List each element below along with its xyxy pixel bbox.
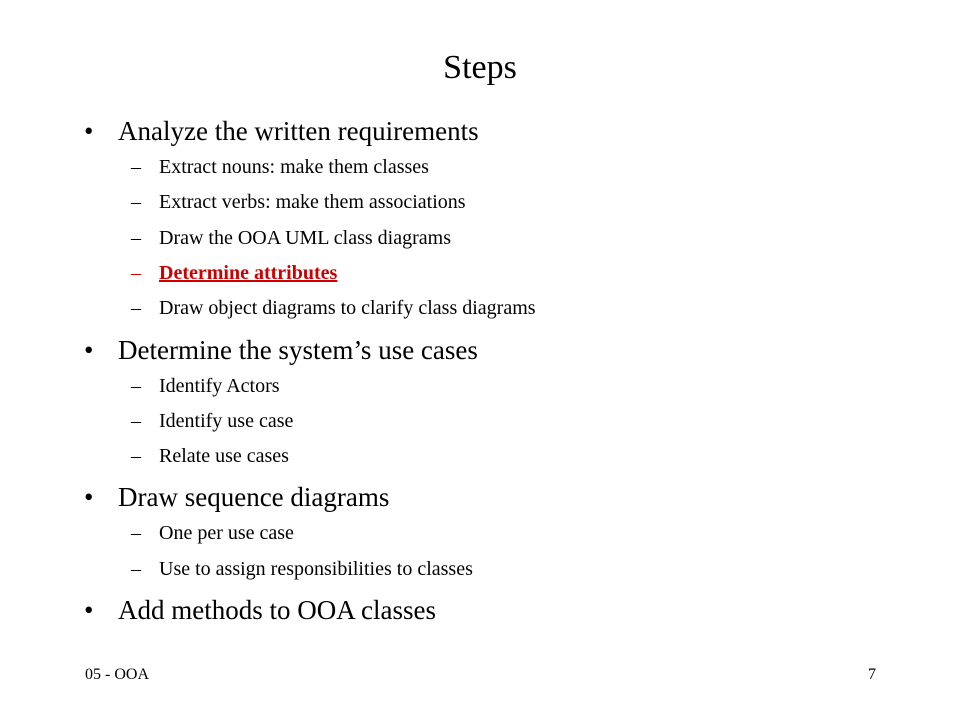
sub-item-text: Relate use cases bbox=[159, 445, 289, 467]
bullet-text: Draw sequence diagrams bbox=[118, 482, 390, 512]
bullet-text: Analyze the written requirements bbox=[118, 116, 479, 146]
sub-item-text: Draw object diagrams to clarify class di… bbox=[159, 297, 536, 319]
sub-item-text: Use to assign responsibilities to classe… bbox=[159, 558, 473, 580]
bullet-item: • Analyze the written requirements bbox=[84, 113, 479, 149]
dash-marker: – bbox=[131, 375, 141, 397]
dash-marker: – bbox=[131, 297, 141, 319]
sub-item: –Extract verbs: make them associations bbox=[131, 188, 466, 216]
slide-title: Steps bbox=[443, 49, 517, 86]
sub-item: –Relate use cases bbox=[131, 442, 289, 470]
dash-marker: – bbox=[131, 156, 141, 178]
sub-item-text: One per use case bbox=[159, 522, 294, 544]
footer-label: 05 - OOA bbox=[85, 666, 149, 683]
bullet-marker: • bbox=[84, 595, 94, 625]
bullet-marker: • bbox=[84, 482, 94, 512]
bullet-item: • Draw sequence diagrams bbox=[84, 479, 389, 515]
bullet-text: Determine the system’s use cases bbox=[118, 335, 478, 365]
dash-marker: – bbox=[131, 227, 141, 249]
dash-marker: – bbox=[131, 410, 141, 432]
sub-item-text: Identify use case bbox=[159, 410, 294, 432]
page-number: 7 bbox=[868, 666, 876, 683]
sub-item-text: Extract verbs: make them associations bbox=[159, 191, 466, 213]
sub-item-text: Draw the OOA UML class diagrams bbox=[159, 227, 451, 249]
sub-item: –Draw object diagrams to clarify class d… bbox=[131, 294, 536, 322]
dash-marker: – bbox=[131, 558, 141, 580]
bullet-item: • Add methods to OOA classes bbox=[84, 592, 436, 628]
dash-marker: – bbox=[131, 262, 141, 284]
sub-item-text: Identify Actors bbox=[159, 375, 280, 397]
sub-item: –Use to assign responsibilities to class… bbox=[131, 555, 473, 583]
sub-item: –Identify use case bbox=[131, 407, 293, 435]
sub-item-highlighted: –Determine attributes bbox=[131, 259, 337, 287]
sub-item: –Draw the OOA UML class diagrams bbox=[131, 224, 451, 252]
sub-item: –One per use case bbox=[131, 519, 294, 547]
bullet-text: Add methods to OOA classes bbox=[118, 595, 436, 625]
bullet-marker: • bbox=[84, 116, 94, 146]
sub-item: –Extract nouns: make them classes bbox=[131, 153, 429, 181]
dash-marker: – bbox=[131, 522, 141, 544]
bullet-marker: • bbox=[84, 335, 94, 365]
sub-item-text: Determine attributes bbox=[159, 262, 338, 284]
sub-item: –Identify Actors bbox=[131, 372, 280, 400]
bullet-item: • Determine the system’s use cases bbox=[84, 332, 478, 368]
dash-marker: – bbox=[131, 445, 141, 467]
dash-marker: – bbox=[131, 191, 141, 213]
sub-item-text: Extract nouns: make them classes bbox=[159, 156, 429, 178]
